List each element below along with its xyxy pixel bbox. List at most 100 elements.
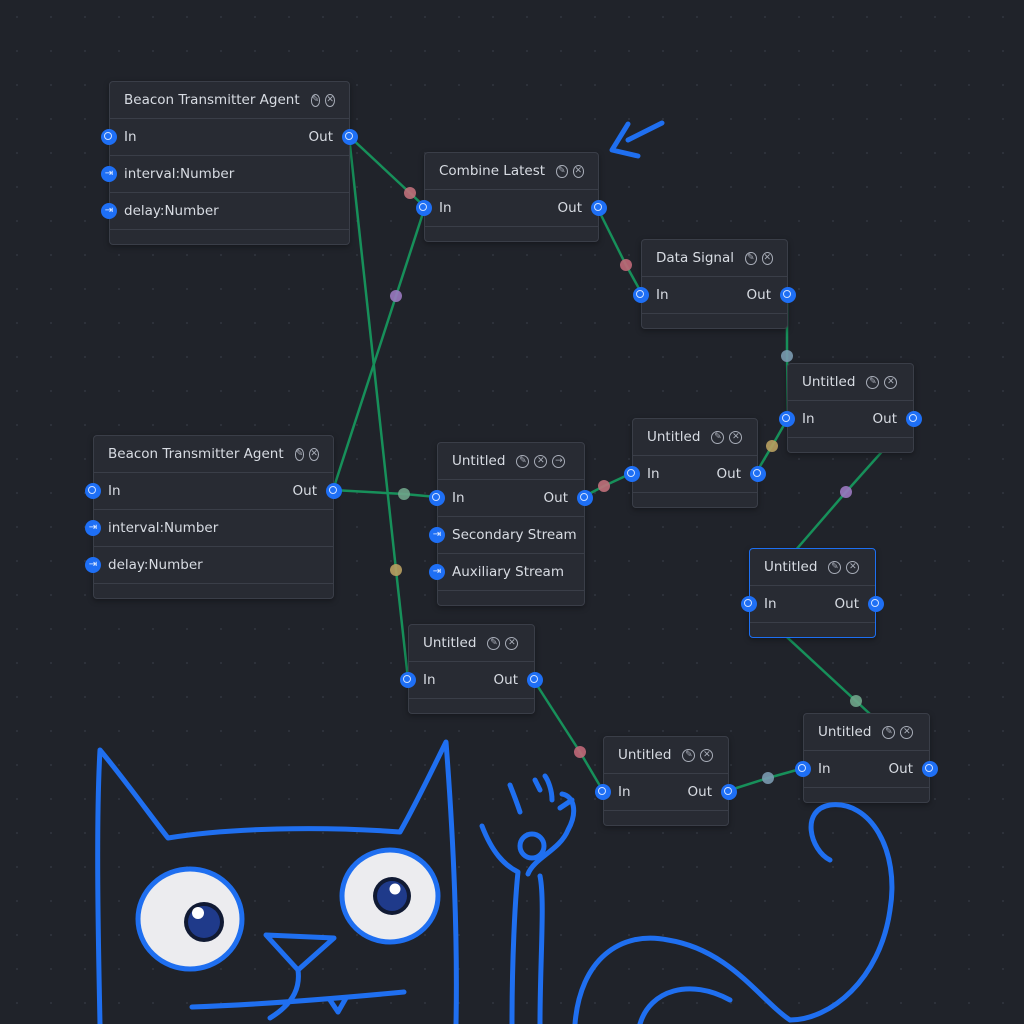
edit-icon[interactable]: ✎ <box>294 447 305 461</box>
input-port[interactable] <box>595 784 611 800</box>
output-port[interactable] <box>721 784 737 800</box>
output-port[interactable] <box>922 761 938 777</box>
edit-icon[interactable]: ✎ <box>882 725 896 739</box>
param-input-icon[interactable]: ⇥ <box>429 527 445 543</box>
input-port[interactable] <box>429 490 445 506</box>
node-header[interactable]: Untitled ✎ ✕ <box>409 625 534 662</box>
param-input-icon[interactable]: ⇥ <box>429 564 445 580</box>
node-beacon-transmitter-agent-2[interactable]: Beacon Transmitter Agent ✎ ✕ In Out ⇥ in… <box>85 435 342 599</box>
close-icon[interactable]: ✕ <box>325 93 335 107</box>
edit-icon[interactable]: ✎ <box>711 430 725 444</box>
node-title: Untitled <box>818 724 872 740</box>
node-untitled-e[interactable]: Untitled ✎ ✕ In Out <box>400 624 543 714</box>
wire-connection[interactable] <box>347 135 410 680</box>
node-combine-latest[interactable]: Combine Latest ✎ ✕ In Out <box>416 152 607 242</box>
param-input-icon[interactable]: ⇥ <box>101 203 117 219</box>
node-header[interactable]: Beacon Transmitter Agent ✎ ✕ <box>94 436 333 473</box>
node-data-signal[interactable]: Data Signal ✎ ✕ In Out <box>633 239 796 329</box>
arrow-right-icon[interactable]: → <box>552 454 566 468</box>
node-untitled-g[interactable]: Untitled ✎ ✕ In Out <box>795 713 938 803</box>
wire-midpoint-handle[interactable] <box>781 350 793 362</box>
output-port[interactable] <box>906 411 922 427</box>
output-port[interactable] <box>750 466 766 482</box>
param-input-icon[interactable]: ⇥ <box>85 520 101 536</box>
wire-connection[interactable] <box>595 206 644 295</box>
input-port[interactable] <box>633 287 649 303</box>
param-row: ⇥ Auxiliary Stream <box>429 554 584 591</box>
output-port[interactable] <box>591 200 607 216</box>
close-icon[interactable]: ✕ <box>534 454 548 468</box>
node-footer <box>604 811 728 825</box>
wire-midpoint-handle[interactable] <box>404 187 416 199</box>
edit-icon[interactable]: ✎ <box>682 748 696 762</box>
input-port[interactable] <box>741 596 757 612</box>
close-icon[interactable]: ✕ <box>900 725 914 739</box>
output-port[interactable] <box>868 596 884 612</box>
node-footer <box>438 591 584 605</box>
input-port[interactable] <box>400 672 416 688</box>
node-untitled-a[interactable]: Untitled ✎ ✕ In Out <box>779 363 922 453</box>
wire-midpoint-handle[interactable] <box>762 772 774 784</box>
wire-midpoint-handle[interactable] <box>850 695 862 707</box>
param-row: ⇥ interval:Number <box>101 156 349 193</box>
output-port[interactable] <box>326 483 342 499</box>
wire-connection[interactable] <box>331 206 427 491</box>
input-port[interactable] <box>624 466 640 482</box>
node-header[interactable]: Data Signal ✎ ✕ <box>642 240 787 277</box>
input-port[interactable] <box>416 200 432 216</box>
edit-icon[interactable]: ✎ <box>745 251 757 265</box>
close-icon[interactable]: ✕ <box>700 748 714 762</box>
input-label: In <box>647 466 660 482</box>
param-input-icon[interactable]: ⇥ <box>101 166 117 182</box>
input-port[interactable] <box>795 761 811 777</box>
input-port[interactable] <box>85 483 101 499</box>
close-icon[interactable]: ✕ <box>884 375 898 389</box>
param-input-icon[interactable]: ⇥ <box>85 557 101 573</box>
node-footer <box>110 230 349 244</box>
output-port[interactable] <box>342 129 358 145</box>
node-header[interactable]: Beacon Transmitter Agent ✎ ✕ <box>110 82 349 119</box>
wire-connection[interactable] <box>531 678 605 792</box>
edit-icon[interactable]: ✎ <box>516 454 530 468</box>
node-header[interactable]: Untitled ✎ ✕ <box>633 419 757 456</box>
wire-midpoint-handle[interactable] <box>390 564 402 576</box>
node-header[interactable]: Combine Latest ✎ ✕ <box>425 153 598 190</box>
node-untitled-d-selected[interactable]: Untitled ✎ ✕ In Out <box>741 548 884 638</box>
wire-midpoint-handle[interactable] <box>574 746 586 758</box>
node-untitled-b[interactable]: Untitled ✎ ✕ → In Out ⇥ Secondary Stream… <box>429 442 593 606</box>
close-icon[interactable]: ✕ <box>572 164 584 178</box>
output-port[interactable] <box>577 490 593 506</box>
wire-connection[interactable] <box>332 488 438 499</box>
edit-icon[interactable]: ✎ <box>556 164 568 178</box>
wire-midpoint-handle[interactable] <box>390 290 402 302</box>
output-port[interactable] <box>527 672 543 688</box>
wire-midpoint-handle[interactable] <box>598 480 610 492</box>
node-header[interactable]: Untitled ✎ ✕ <box>788 364 913 401</box>
edit-icon[interactable]: ✎ <box>866 375 880 389</box>
node-header[interactable]: Untitled ✎ ✕ <box>804 714 929 751</box>
node-untitled-f[interactable]: Untitled ✎ ✕ In Out <box>595 736 737 826</box>
wire-midpoint-handle[interactable] <box>620 259 632 271</box>
wire-midpoint-handle[interactable] <box>766 440 778 452</box>
edit-icon[interactable]: ✎ <box>310 93 321 107</box>
close-icon[interactable]: ✕ <box>505 636 519 650</box>
param-row: ⇥ delay:Number <box>85 547 333 584</box>
edit-icon[interactable]: ✎ <box>828 560 842 574</box>
node-header[interactable]: Untitled ✎ ✕ <box>750 549 875 586</box>
edit-icon[interactable]: ✎ <box>487 636 501 650</box>
output-port[interactable] <box>780 287 796 303</box>
output-label: Out <box>292 483 317 499</box>
input-port[interactable] <box>101 129 117 145</box>
wire-midpoint-handle[interactable] <box>840 486 852 498</box>
node-untitled-c[interactable]: Untitled ✎ ✕ In Out <box>624 418 766 508</box>
close-icon[interactable]: ✕ <box>309 447 319 461</box>
node-header[interactable]: Untitled ✎ ✕ → <box>438 443 584 480</box>
close-icon[interactable]: ✕ <box>761 251 773 265</box>
input-port[interactable] <box>779 411 795 427</box>
param-label: delay:Number <box>124 203 219 219</box>
close-icon[interactable]: ✕ <box>846 560 860 574</box>
wire-midpoint-handle[interactable] <box>398 488 410 500</box>
node-beacon-transmitter-agent-1[interactable]: Beacon Transmitter Agent ✎ ✕ In Out ⇥ in… <box>101 81 358 245</box>
node-header[interactable]: Untitled ✎ ✕ <box>604 737 728 774</box>
close-icon[interactable]: ✕ <box>729 430 743 444</box>
